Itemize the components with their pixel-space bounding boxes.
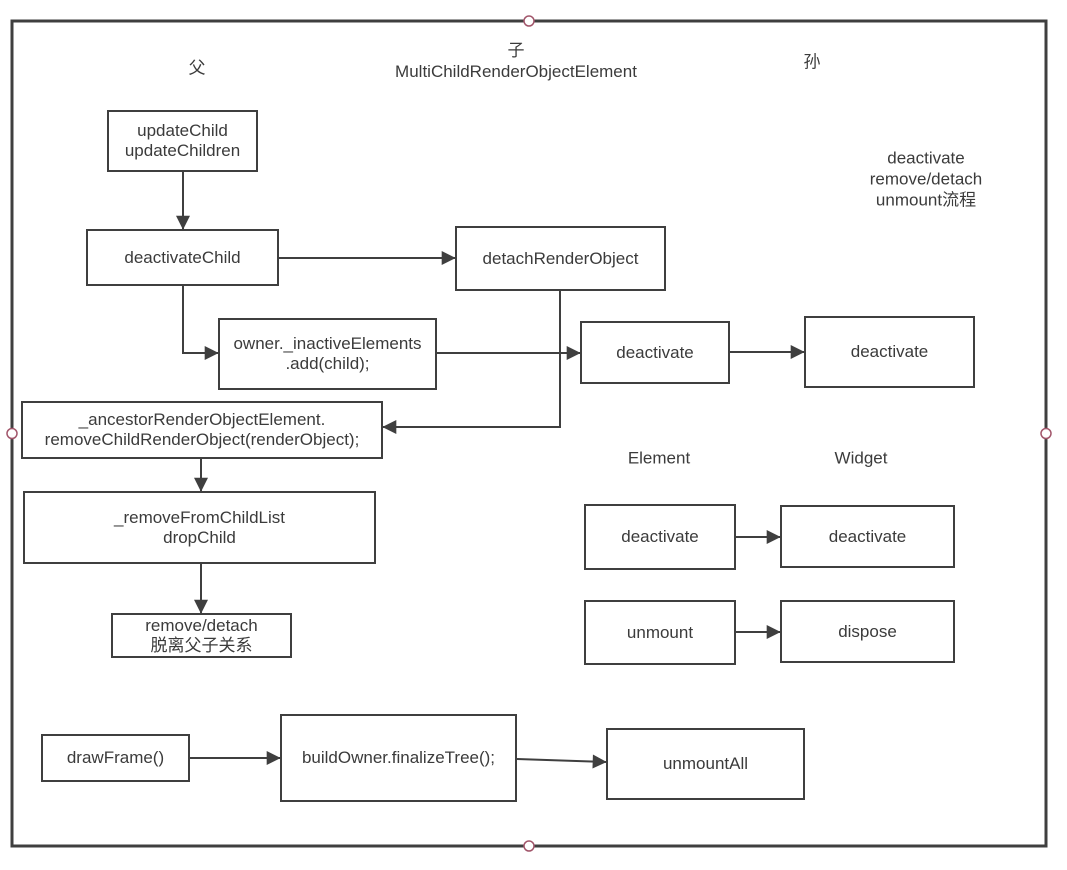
node-label-line: dropChild	[163, 527, 236, 547]
edge-deactivatechild-to-owner-inactive	[182, 286, 219, 360]
node-ancestor-remove-child-render-object[interactable]: _ancestorRenderObjectElement.removeChild…	[21, 401, 383, 459]
node-label-line: deactivate	[621, 527, 699, 546]
node-label-line: unmountAll	[662, 754, 749, 773]
handles-group	[6, 15, 1052, 852]
selection-handle-right-middle[interactable]	[1040, 427, 1052, 440]
node-label-line: owner._inactiveElements	[233, 334, 422, 353]
node-label-line: deactivate	[828, 526, 907, 546]
node-label-line: removeChildRenderObject(renderObject);	[44, 430, 360, 449]
node-label-line: .add(child);	[285, 354, 370, 373]
node-label-line: deactivateChild	[124, 247, 241, 267]
node-build-owner-finalize-tree[interactable]: buildOwner.finalizeTree();	[280, 714, 517, 802]
node-label-line: deactivate	[616, 342, 694, 362]
node-widget-deactivate[interactable]: deactivate	[780, 505, 955, 568]
node-label-line: updateChildren	[124, 141, 241, 160]
selection-handle-bottom-center[interactable]	[523, 840, 535, 852]
node-unmount-all[interactable]: unmountAll	[606, 728, 805, 800]
selection-handle-top-center[interactable]	[523, 15, 535, 27]
node-label-line: 脱离父子关系	[150, 635, 253, 655]
node-label-line: buildOwner.finalizeTree();	[301, 748, 496, 767]
node-owner-inactive-elements-add[interactable]: owner._inactiveElements.add(child);	[218, 318, 437, 390]
selection-handle-left-middle[interactable]	[6, 427, 18, 440]
node-label-line: deactivate	[850, 342, 929, 361]
node-label-line: dispose	[838, 621, 897, 641]
node-label-line: remove/detach	[145, 615, 258, 635]
node-label-line: drawFrame()	[66, 748, 165, 767]
node-widget-dispose[interactable]: dispose	[780, 600, 955, 663]
node-deactivate-child[interactable]: deactivateChild	[86, 229, 279, 286]
edge-finalizetree-to-unmountall	[516, 754, 607, 769]
node-draw-frame[interactable]: drawFrame()	[41, 734, 190, 782]
node-detach-render-object[interactable]: detachRenderObject	[455, 226, 666, 291]
node-label-line: _removeFromChildList	[114, 507, 285, 527]
node-element-unmount[interactable]: unmount	[584, 600, 736, 665]
node-label-line: unmount	[626, 622, 694, 642]
node-label-line: updateChild	[137, 121, 228, 140]
node-label-line: _ancestorRenderObjectElement.	[78, 410, 326, 429]
edge-detachrenderobject-to-ancestor-remove	[382, 291, 561, 434]
node-element-deactivate[interactable]: deactivate	[584, 504, 736, 570]
edges-group	[176, 172, 805, 769]
node-grandchild-deactivate[interactable]: deactivate	[804, 316, 975, 388]
node-label-line: detachRenderObject	[482, 248, 639, 268]
node-child-deactivate[interactable]: deactivate	[580, 321, 730, 384]
